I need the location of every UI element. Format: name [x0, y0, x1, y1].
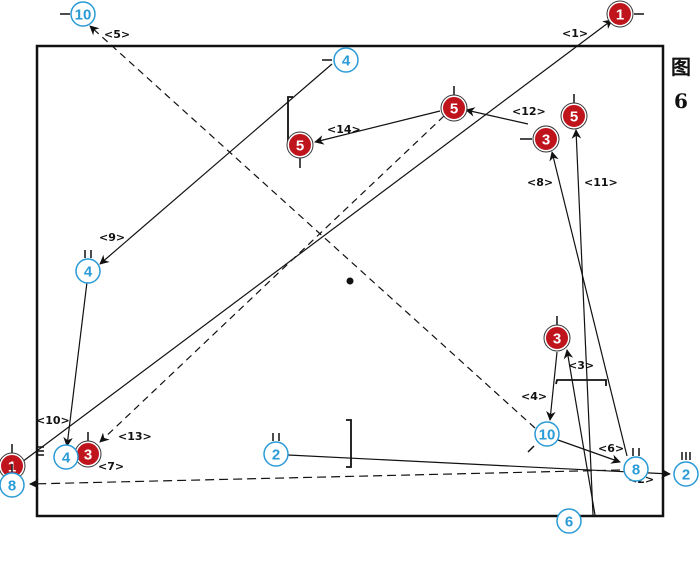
player-red-5: 5: [560, 94, 588, 130]
player-marker: [673, 461, 699, 487]
player-red-5: 5: [286, 131, 314, 168]
player-outline: [606, 0, 634, 28]
player-blue-4: 4: [36, 444, 79, 470]
player-marker: [441, 95, 467, 121]
line-12: [465, 107, 529, 125]
player-outline: [560, 102, 588, 130]
line-4: [546, 351, 558, 421]
player-outline: [286, 131, 314, 159]
player-number: 4: [62, 450, 71, 467]
player-number: 1: [616, 7, 624, 24]
player-red-1: 1: [606, 0, 644, 28]
player-number: 2: [272, 447, 280, 464]
player-number: 8: [8, 478, 16, 495]
player-number: 6: [565, 514, 573, 531]
line-14: [314, 110, 441, 145]
step-label-14: <14>: [327, 123, 361, 136]
screen-markers: [287, 96, 607, 468]
player-number: 8: [632, 462, 640, 479]
step-label-5: <5>: [104, 28, 130, 41]
player-marker: [75, 258, 101, 284]
player-outline: [532, 125, 560, 153]
step-label-1: <1>: [562, 27, 588, 40]
player-number: 3: [542, 132, 550, 149]
player-marker: [53, 444, 79, 470]
player-marker: [333, 47, 359, 73]
player-marker: [623, 456, 649, 482]
step-label-4: <4>: [521, 390, 547, 403]
player-red-3: 3: [543, 316, 571, 352]
player-number: 4: [84, 264, 93, 281]
player-blue-8: 8: [0, 464, 25, 498]
player-blue-10: 10: [60, 1, 96, 27]
line-10: [63, 281, 88, 447]
player-number: 5: [570, 109, 578, 126]
player-blue-2: 2: [673, 452, 699, 487]
figure-label-number: 6: [674, 89, 688, 113]
step-label-12: <12>: [512, 105, 546, 118]
player-marker: [534, 421, 560, 447]
player-blue-4: 4: [322, 47, 359, 73]
step-labels: <1> <2> <3> <4> <5> <6> <7> <8> <9> <10>…: [36, 27, 654, 486]
player-red-3: 3: [520, 125, 560, 153]
player-marker: [263, 441, 289, 467]
player-marker: [533, 126, 559, 152]
line-9: [99, 63, 333, 265]
step-label-6: <6>: [598, 442, 624, 455]
player-number: 3: [553, 331, 561, 348]
player-number: 4: [342, 53, 351, 70]
line-2: [287, 454, 671, 479]
step-label-7: <7>: [98, 460, 124, 473]
player-marker: [544, 325, 570, 351]
movement-lines: [21, 19, 671, 516]
step-label-3: <3>: [568, 359, 594, 372]
player-outline: [440, 94, 468, 122]
line-1: [21, 19, 613, 463]
step-label-8: <8>: [527, 176, 553, 189]
player-number: 3: [84, 447, 92, 464]
player-number: 5: [296, 138, 304, 155]
player-blue-6: 6: [556, 508, 582, 534]
line-3: [563, 349, 596, 516]
line-5-dashed: [89, 25, 536, 429]
step-label-10: <10>: [36, 414, 70, 427]
player-marker: [607, 1, 633, 27]
court-boundary: [35, 44, 665, 518]
player-outline: [543, 324, 571, 352]
player-blue-8: 8: [623, 448, 649, 482]
line-6: [557, 439, 621, 464]
player-number: 5: [450, 101, 458, 118]
line-13-dashed: [99, 115, 445, 443]
player-blue-10: 10: [527, 421, 560, 453]
player-number: 10: [75, 7, 92, 24]
player-marker: [70, 1, 96, 27]
step-label-13: <13>: [118, 430, 152, 443]
player-blue-2: 2: [263, 433, 289, 467]
line-8: [549, 151, 628, 457]
player-red-5: 5: [440, 86, 468, 122]
player-marker: [561, 103, 587, 129]
figure-label-char: 图: [671, 55, 691, 79]
line-7-dashed: [29, 469, 621, 489]
player-blue-4: 4: [75, 250, 101, 284]
center-dot: [346, 277, 354, 285]
player-marker: [287, 132, 313, 158]
step-label-11: <11>: [584, 176, 618, 189]
player-orientation-tick: [527, 445, 535, 453]
player-marker: [556, 508, 582, 534]
player-number: 2: [682, 467, 690, 484]
player-number: 10: [539, 427, 556, 444]
players-layer: 11333555101044422886: [0, 0, 699, 534]
player-marker: [0, 472, 25, 498]
step-label-9: <9>: [99, 231, 125, 244]
player-red-3: 3: [74, 432, 102, 468]
